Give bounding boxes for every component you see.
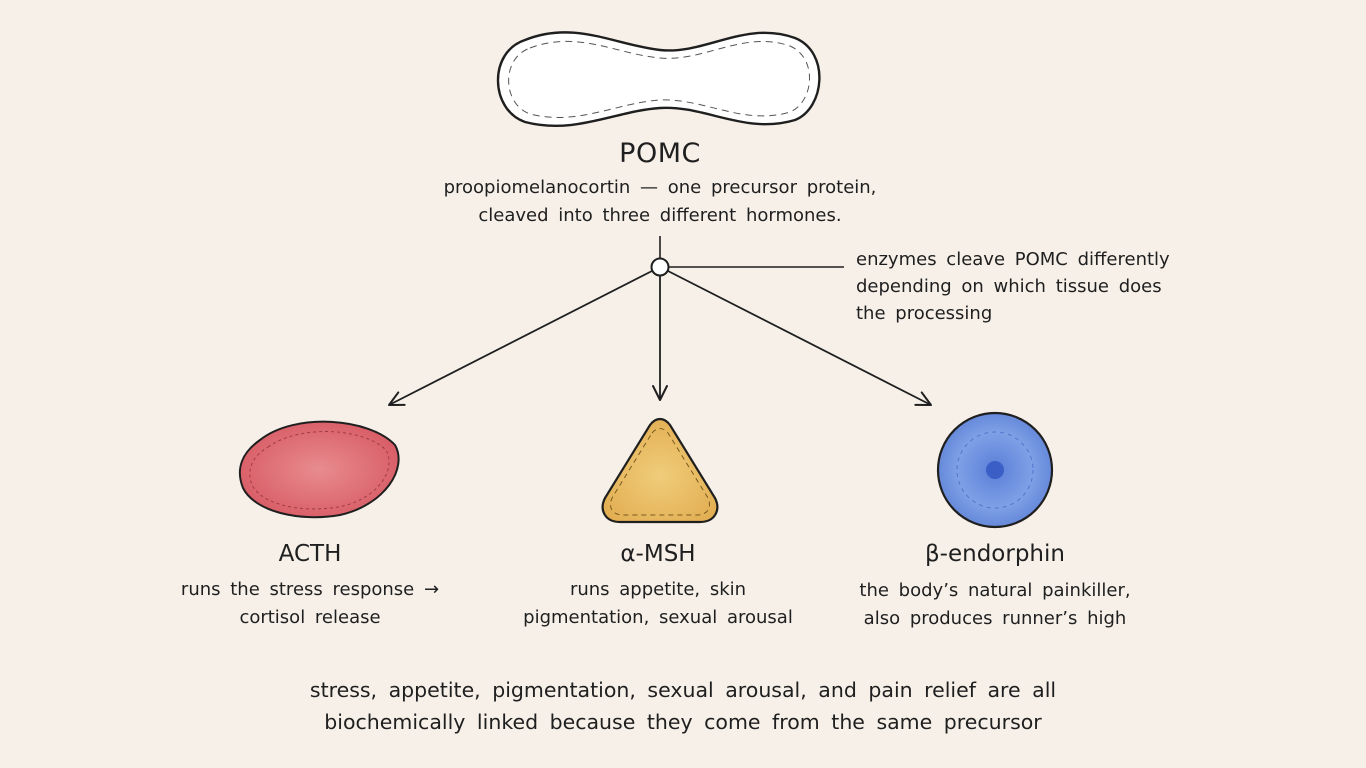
acth-shape	[238, 420, 400, 519]
cleavage-note: enzymes cleave POMC differently dependin…	[856, 246, 1170, 327]
bendorphin-description: the body’s natural painkiller, also prod…	[840, 577, 1150, 633]
pomc-description: proopiomelanocortin — one precursor prot…	[410, 174, 910, 230]
pomc-shape	[496, 31, 821, 127]
bendorphin-shape	[936, 411, 1054, 529]
amsh-title: α-MSH	[620, 541, 696, 567]
footer-summary: stress, appetite, pigmentation, sexual a…	[233, 674, 1133, 738]
cleavage-note-line-2: depending on which tissue does	[856, 276, 1162, 297]
bendorphin-title: β-endorphin	[925, 541, 1065, 567]
cleavage-junction-node	[650, 257, 670, 277]
pomc-title: POMC	[619, 138, 701, 169]
amsh-description-line-2: pigmentation, sexual arousal	[523, 607, 793, 628]
acth-description: runs the stress response → cortisol rele…	[160, 576, 460, 632]
footer-line-1: stress, appetite, pigmentation, sexual a…	[309, 678, 1057, 702]
cleavage-note-line-3: the processing	[856, 303, 993, 324]
cleavage-note-line-1: enzymes cleave POMC differently	[856, 249, 1170, 270]
amsh-shape	[601, 417, 719, 524]
arrow-to-bendorphin	[667, 270, 932, 406]
bendorphin-description-line-1: the body’s natural painkiller,	[859, 580, 1131, 601]
arrow-to-acth	[388, 270, 653, 406]
acth-description-line-1: runs the stress response →	[180, 579, 440, 600]
amsh-description-line-1: runs appetite, skin	[569, 579, 747, 600]
amsh-description: runs appetite, skin pigmentation, sexual…	[508, 576, 808, 632]
pomc-description-line-2: cleaved into three different hormones.	[478, 205, 842, 226]
acth-title: ACTH	[278, 541, 342, 567]
footer-line-2: biochemically linked because they come f…	[324, 710, 1042, 734]
acth-description-line-2: cortisol release	[239, 607, 381, 628]
pomc-description-line-1: proopiomelanocortin — one precursor prot…	[443, 177, 877, 198]
bendorphin-description-line-2: also produces runner’s high	[863, 608, 1127, 629]
